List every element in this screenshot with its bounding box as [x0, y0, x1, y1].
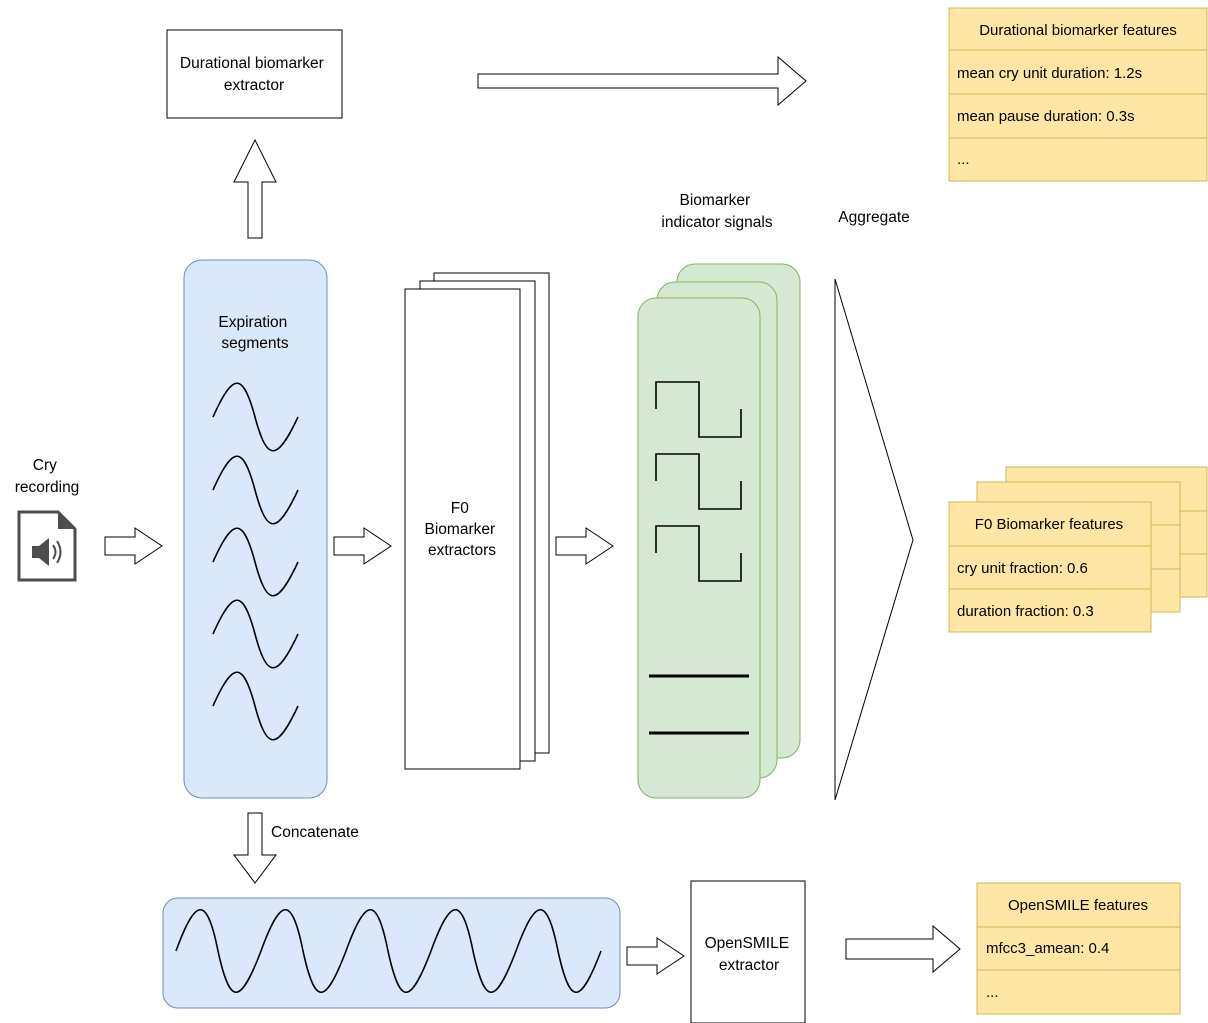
segment-wave-2 [212, 455, 299, 525]
indicator-step-3 [655, 525, 742, 582]
indicator-signals-label: Biomarker indicator signals [661, 192, 772, 231]
arrow-extractors-to-signals [555, 527, 614, 565]
durational-features-title: Durational biomarker features [979, 22, 1177, 39]
aggregate-funnel [834, 278, 914, 801]
f0-features-table: F0 Biomarker features cry unit fraction:… [948, 501, 1152, 633]
expiration-segments-label: Expiration segments [218, 314, 291, 352]
arrow-concat-to-opensmile [626, 937, 685, 975]
expiration-segments-box [183, 259, 328, 799]
durational-extractor-box [166, 29, 343, 119]
aggregate-label: Aggregate [838, 209, 910, 226]
concatenated-signal-box [162, 897, 621, 1009]
durational-feature-row: mean cry unit duration: 1.2s [957, 65, 1142, 82]
f0-feature-row: duration fraction: 0.3 [957, 603, 1094, 620]
durational-features-table: Durational biomarker features mean cry u… [948, 7, 1208, 182]
durational-extractor-label: Durational biomarker extractor [180, 55, 328, 94]
concatenated-wave [175, 908, 602, 994]
segment-wave-3 [212, 527, 299, 597]
segment-wave-4 [212, 599, 299, 669]
arrow-recording-to-segments [104, 527, 163, 565]
arrow-concatenate [233, 812, 277, 884]
indicator-step-2 [655, 453, 742, 510]
concatenate-label: Concatenate [271, 824, 359, 841]
segment-wave-5 [212, 671, 299, 741]
opensmile-features-title: OpenSMILE features [1008, 897, 1148, 914]
cry-recording-label: Cry recording [15, 457, 80, 496]
indicator-step-1 [655, 381, 742, 438]
opensmile-extractor-box [690, 880, 806, 1023]
f0-extractors-label: F0 Biomarker extractors [425, 500, 500, 559]
opensmile-features-table: OpenSMILE features mfcc3_amean: 0.4 ... [976, 882, 1181, 1015]
opensmile-extractor-label: OpenSMILE extractor [705, 935, 794, 974]
arrow-segments-to-durational [233, 138, 277, 239]
opensmile-feature-row: ... [986, 984, 999, 1001]
f0-extractor-card-front [404, 288, 521, 770]
f0-feature-row: cry unit fraction: 0.6 [957, 560, 1088, 577]
durational-feature-row: ... [957, 151, 970, 168]
opensmile-feature-row: mfcc3_amean: 0.4 [986, 940, 1109, 957]
arrow-segments-to-extractors [333, 527, 392, 565]
durational-feature-row: mean pause duration: 0.3s [957, 108, 1135, 125]
speaker-file-icon [17, 510, 77, 582]
f0-features-title: F0 Biomarker features [975, 516, 1123, 533]
arrow-opensmile-to-features [845, 924, 961, 974]
arrow-durational-to-features [477, 55, 807, 107]
segment-wave-1 [212, 382, 299, 452]
